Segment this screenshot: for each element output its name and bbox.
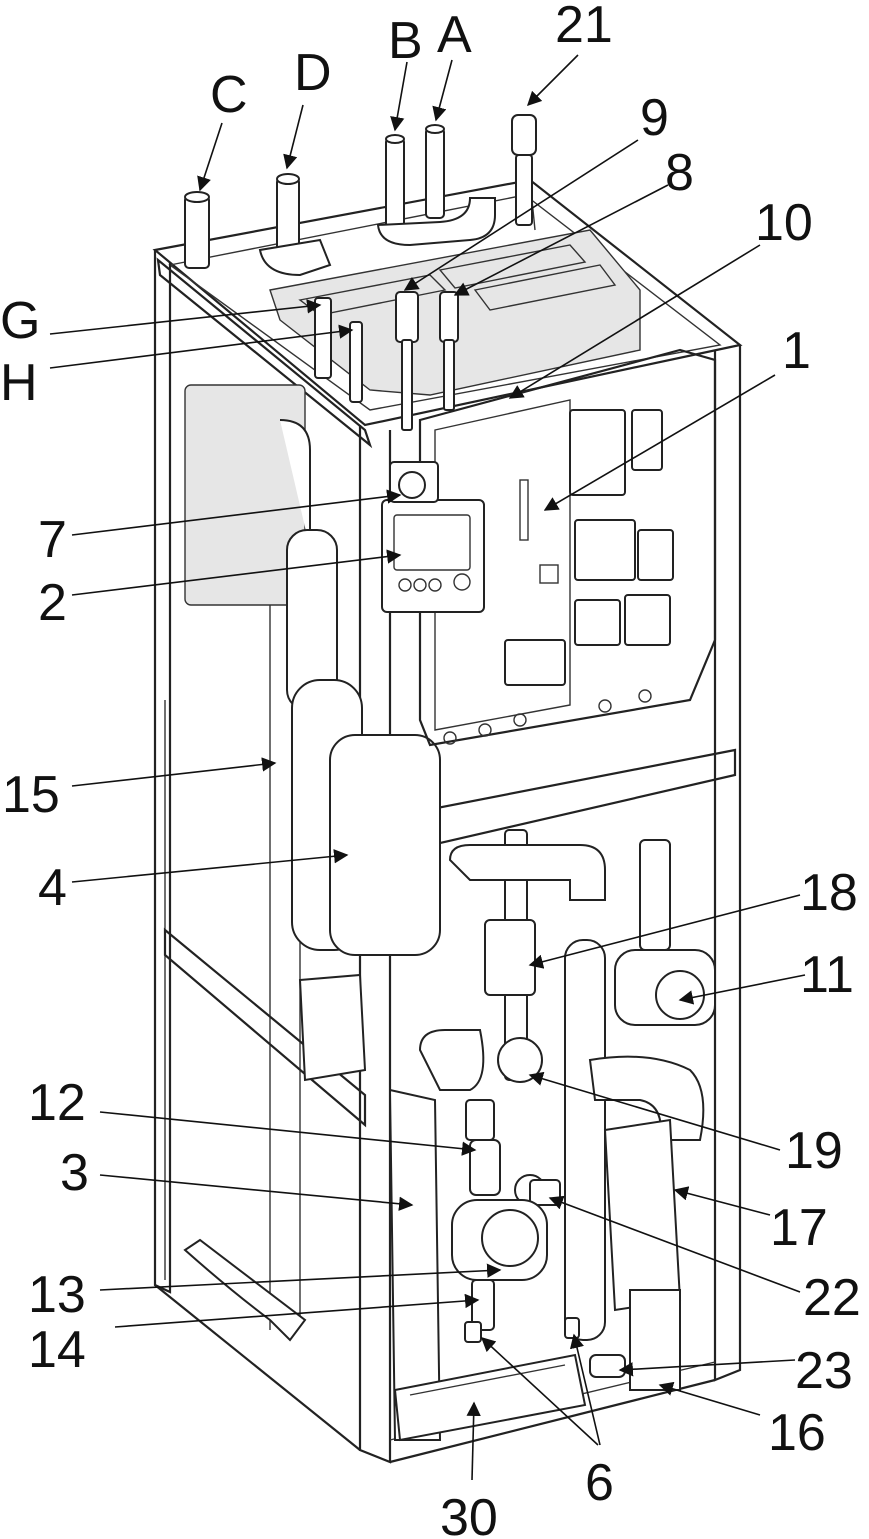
leader-D [283, 104, 304, 170]
label-3: 3 [60, 1144, 89, 1202]
label-15: 15 [2, 766, 60, 824]
leader-H [49, 324, 354, 369]
leader-11 [678, 974, 806, 1005]
label-G: G [0, 292, 40, 350]
label-2: 2 [38, 574, 67, 632]
label-21: 21 [555, 0, 613, 54]
label-H: H [0, 354, 38, 412]
leader-8 [453, 184, 669, 296]
label-12: 12 [28, 1074, 86, 1132]
label-22: 22 [803, 1269, 861, 1327]
label-30: 30 [440, 1489, 498, 1539]
leader-16 [658, 1381, 761, 1416]
left-internals [183, 384, 441, 1342]
leader-19 [528, 1071, 781, 1151]
leader-1 [543, 374, 776, 511]
leader-10 [508, 244, 761, 399]
label-9: 9 [640, 89, 669, 147]
leader-23 [618, 1359, 796, 1377]
label-17: 17 [770, 1199, 828, 1257]
label-19: 19 [785, 1122, 843, 1180]
control-box [381, 348, 717, 747]
leader-18 [528, 894, 801, 969]
leader-9 [403, 139, 639, 291]
label-D: D [294, 44, 332, 102]
leader-17 [673, 1186, 771, 1216]
leader-B [390, 61, 408, 132]
label-14: 14 [28, 1321, 86, 1379]
leader-6a [480, 1337, 599, 1446]
leader-3 [99, 1174, 414, 1211]
label-18: 18 [800, 864, 858, 922]
label-6: 6 [585, 1454, 614, 1512]
leader-13 [99, 1263, 502, 1291]
label-8: 8 [665, 144, 694, 202]
top-connections [184, 114, 641, 431]
label-A: A [437, 6, 472, 64]
label-10: 10 [755, 194, 813, 252]
leader-C [197, 122, 223, 192]
leader-lines [49, 54, 806, 1481]
label-16: 16 [768, 1404, 826, 1462]
leader-21 [526, 54, 579, 107]
leader-2 [71, 549, 402, 596]
label-7: 7 [38, 511, 67, 569]
leader-30 [466, 1401, 481, 1481]
label-11: 11 [800, 946, 854, 1004]
leader-14 [114, 1293, 480, 1328]
label-C: C [210, 66, 248, 124]
label-1: 1 [782, 322, 811, 380]
leader-15 [71, 757, 277, 787]
label-4: 4 [38, 859, 67, 917]
lower-internals [388, 829, 716, 1442]
leader-4 [71, 849, 349, 883]
leader-7 [71, 489, 402, 536]
label-13: 13 [28, 1266, 86, 1324]
label-23: 23 [795, 1342, 853, 1400]
leader-A [432, 59, 453, 122]
leader-6b [569, 1333, 601, 1446]
label-B: B [388, 12, 423, 70]
leader-22 [548, 1195, 801, 1293]
leader-12 [99, 1111, 477, 1156]
leader-G [49, 299, 322, 335]
